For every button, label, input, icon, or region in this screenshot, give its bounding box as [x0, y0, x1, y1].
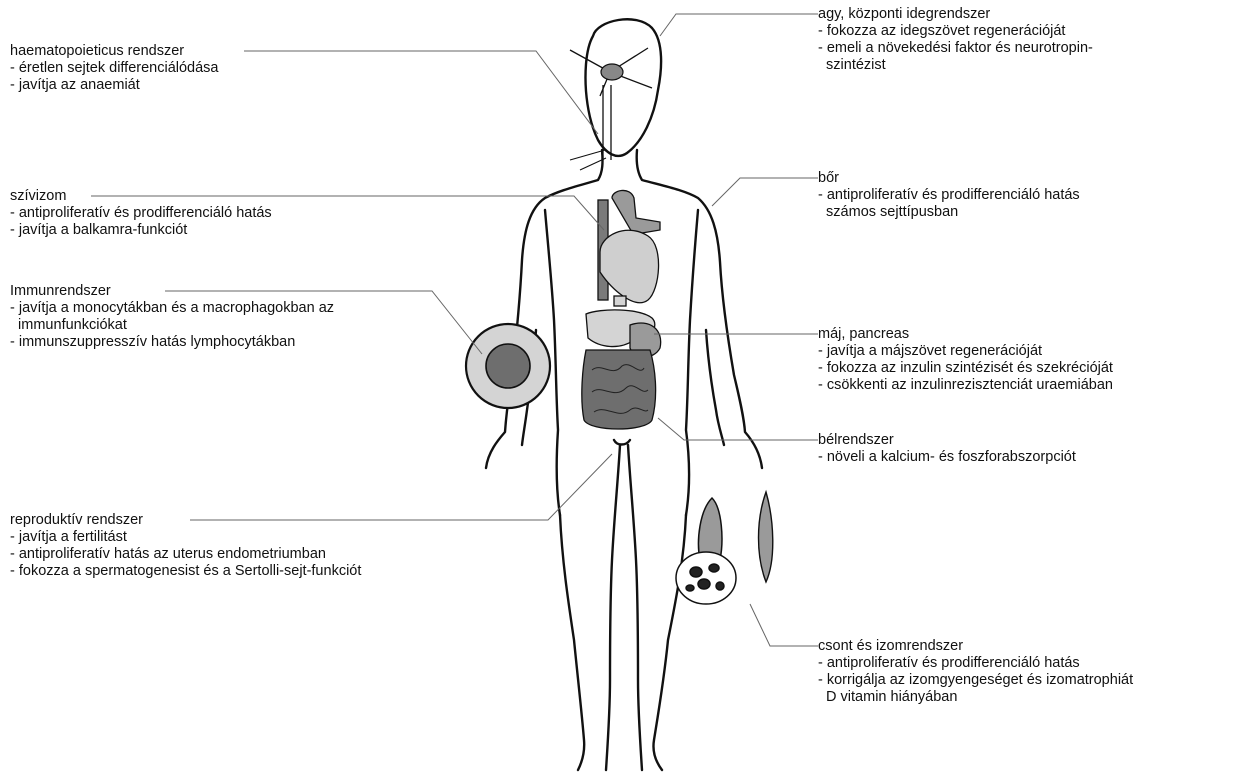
reproductive-point-1: - javítja a fertilitást: [10, 529, 361, 546]
bone-point-2: - korrigálja az izomgyengeséget és izoma…: [818, 672, 1133, 689]
intestine-icon: [582, 350, 656, 429]
haematopoietic-point-2: - javítja az anaemiát: [10, 77, 219, 94]
skin-title: bőr: [818, 170, 1080, 187]
haematopoietic-point-1: - éretlen sejtek differenciálódása: [10, 60, 219, 77]
skin-annotation: bőr - antiproliferatív és prodifferenciá…: [818, 170, 1080, 221]
liver-point-2: - fokozza az inzulin szintézisét és szek…: [818, 360, 1113, 377]
bone-title: csont és izomrendszer: [818, 638, 1133, 655]
brain-point-2: - emeli a növekedési faktor és neurotrop…: [818, 40, 1093, 57]
heart-point-1: - antiproliferatív és prodifferenciáló h…: [10, 205, 272, 222]
bone-annotation: csont és izomrendszer - antiproliferatív…: [818, 638, 1133, 706]
intestine-annotation: bélrendszer - növeli a kalcium- és foszf…: [818, 432, 1076, 466]
haematopoietic-title: haematopoieticus rendszer: [10, 43, 219, 60]
nerve-cell-icon: [570, 48, 652, 170]
immune-cell-icon: [466, 324, 550, 408]
brain-annotation: agy, központi idegrendszer - fokozza az …: [818, 6, 1093, 74]
immune-point-1: - javítja a monocytákban és a macrophago…: [10, 300, 334, 317]
liver-point-3: - csökkenti az inzulinrezisztenciát urae…: [818, 377, 1113, 394]
immune-point-3: - immunszuppresszív hatás lymphocytákban: [10, 334, 334, 351]
liver-point-1: - javítja a májszövet regenerációját: [818, 343, 1113, 360]
heart-icon: [598, 190, 660, 306]
skin-point-2: számos sejttípusban: [818, 204, 1080, 221]
liver-title: máj, pancreas: [818, 326, 1113, 343]
reproductive-annotation: reproduktív rendszer - javítja a fertili…: [10, 512, 361, 580]
bone-point-3: D vitamin hiányában: [818, 689, 1133, 706]
liver-annotation: máj, pancreas - javítja a májszövet rege…: [818, 326, 1113, 394]
heart-title: szívizom: [10, 188, 272, 205]
bone-point-1: - antiproliferatív és prodifferenciáló h…: [818, 655, 1133, 672]
haematopoietic-annotation: haematopoieticus rendszer - éretlen sejt…: [10, 43, 219, 94]
immune-point-2: immunfunkciókat: [10, 317, 334, 334]
intestine-point-1: - növeli a kalcium- és foszforabszorpció…: [818, 449, 1076, 466]
reproductive-title: reproduktív rendszer: [10, 512, 361, 529]
immune-annotation: Immunrendszer - javítja a monocytákban é…: [10, 283, 334, 351]
brain-point-1: - fokozza az idegszövet regenerációját: [818, 23, 1093, 40]
intestine-title: bélrendszer: [818, 432, 1076, 449]
immune-title: Immunrendszer: [10, 283, 334, 300]
skin-point-1: - antiproliferatív és prodifferenciáló h…: [818, 187, 1080, 204]
muscle-icon: [759, 492, 773, 582]
heart-annotation: szívizom - antiproliferatív és prodiffer…: [10, 188, 272, 239]
brain-title: agy, központi idegrendszer: [818, 6, 1093, 23]
reproductive-point-2: - antiproliferatív hatás az uterus endom…: [10, 546, 361, 563]
brain-point-3: szintézist: [818, 57, 1093, 74]
heart-point-2: - javítja a balkamra-funkciót: [10, 222, 272, 239]
reproductive-point-3: - fokozza a spermatogenesist és a Sertol…: [10, 563, 361, 580]
